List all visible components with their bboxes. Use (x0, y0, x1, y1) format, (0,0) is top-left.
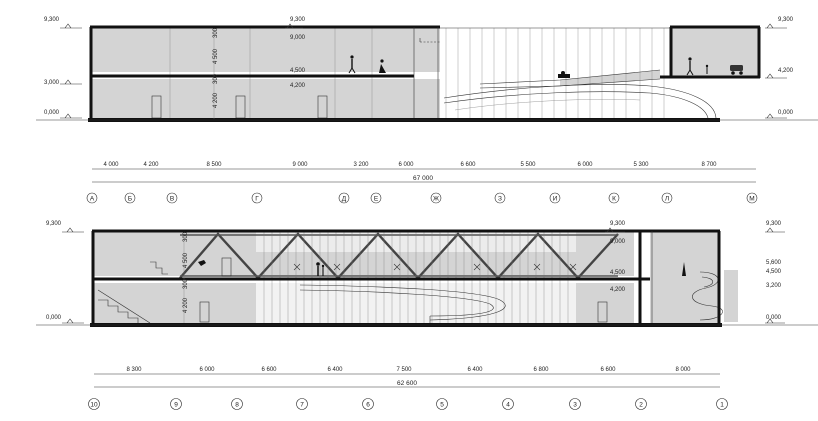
bottom-dim-7: 6 800 (533, 367, 549, 373)
bottom-axis-markers (88, 398, 728, 410)
top-level-center-ceiling1: 4,200 (290, 83, 306, 89)
top-axis-2: Б (128, 196, 132, 203)
top-axis-11: Л (665, 196, 669, 203)
top-right-block-fill (672, 28, 758, 76)
bottom-axis-1: 1 (720, 402, 724, 409)
top-dim-9: 6 000 (577, 162, 593, 168)
top-ramp-fill (560, 70, 660, 86)
top-axis-5: Д (342, 196, 347, 203)
bottom-axis-2: 2 (639, 402, 643, 409)
top-level-center-roof: 9,300 (290, 17, 306, 23)
top-dimension-chain (92, 168, 756, 183)
section-top (36, 23, 818, 183)
top-level-right-roof: 9,300 (778, 17, 794, 23)
top-axis-markers (86, 192, 758, 204)
bottom-dim-3: 6 600 (261, 367, 277, 373)
top-figures (348, 55, 743, 78)
top-level-right-ground: 0,000 (778, 110, 794, 116)
bottom-axis-10: 10 (90, 402, 98, 409)
top-upper-hall-fill-2 (414, 28, 440, 72)
top-level-marks (60, 23, 787, 119)
top-level-left-ground: 0,000 (44, 110, 60, 116)
top-axis-7: Ж (433, 196, 439, 203)
top-dim-11: 8 700 (701, 162, 717, 168)
top-axis-3: В (170, 196, 174, 203)
top-level-left-roof: 9,300 (44, 17, 60, 23)
top-ramps (443, 69, 717, 119)
top-dim-6: 6 000 (398, 162, 414, 168)
bottom-axis-9: 9 (174, 402, 178, 409)
top-vdim-upper: 4 500 (213, 48, 219, 64)
top-level-center-floor2: 4,500 (290, 68, 306, 74)
top-level-center-ceiling: 9,000 (290, 35, 306, 41)
bottom-axis-8: 8 (235, 402, 239, 409)
top-dim-1: 4 000 (103, 162, 119, 168)
top-lower-hall-fill-2 (414, 79, 440, 119)
section-bottom (36, 227, 818, 388)
bottom-axis-4: 4 (506, 402, 510, 409)
bottom-level-center-ceiling: 9,000 (610, 239, 626, 245)
top-axis-10: К (612, 196, 616, 203)
bottom-axis-5: 5 (440, 402, 444, 409)
bottom-level-center-roof: 9,300 (610, 221, 626, 227)
bottom-level-right-3200: 3,200 (766, 283, 782, 289)
bottom-dim-5: 7 500 (396, 367, 412, 373)
top-vdim-upper-slab: 300 (213, 27, 219, 38)
top-dim-total: 67 000 (413, 175, 433, 182)
bottom-dim-4: 6 400 (327, 367, 343, 373)
top-axis-1: А (90, 196, 95, 203)
bottom-dim-total: 62 600 (397, 380, 417, 387)
bottom-axis-6: 6 (366, 402, 370, 409)
bottom-ramp (299, 284, 506, 321)
bottom-level-right-roof: 9,300 (766, 221, 782, 227)
bottom-vdim-upper-slab: 300 (183, 231, 189, 242)
bottom-axis-3: 3 (573, 402, 577, 409)
top-dim-4: 9 000 (292, 162, 308, 168)
top-vdim-lower-slab: 300 (213, 73, 219, 84)
top-level-left-mid: 3,000 (44, 80, 60, 86)
bottom-truss-nodes (293, 263, 577, 271)
bottom-dim-1: 8 300 (126, 367, 142, 373)
top-dim-5: 3 200 (353, 162, 369, 168)
top-dim-7: 6 600 (460, 162, 476, 168)
bottom-level-right-5600: 5,600 (766, 260, 782, 266)
top-dim-8: 5 500 (520, 162, 536, 168)
top-dim-2: 4 200 (143, 162, 159, 168)
bottom-figures (198, 260, 686, 276)
bottom-dimension-chain (94, 373, 720, 388)
bottom-vdim-lower-slab: 300 (183, 278, 189, 289)
bottom-vdim-lower: 4 200 (183, 297, 189, 313)
top-dim-3: 8 500 (206, 162, 222, 168)
bottom-level-center-floor2: 4,500 (610, 270, 626, 276)
bottom-truss (179, 232, 619, 280)
bottom-dim-8: 6 600 (600, 367, 616, 373)
top-axis-8: З (498, 196, 502, 203)
bottom-vdim-upper: 4 500 (183, 252, 189, 268)
bottom-stair-left (98, 299, 139, 323)
top-partitions (151, 28, 373, 119)
bottom-axis-7: 7 (300, 402, 304, 409)
bottom-level-left-roof: 9,300 (46, 221, 62, 227)
bottom-level-left-ground: 0,000 (46, 315, 62, 321)
bottom-annex-fill (724, 270, 738, 322)
bottom-level-marks (62, 227, 785, 324)
top-vdim-lower: 4 200 (213, 92, 219, 108)
top-axis-12: М (749, 196, 754, 203)
top-axis-9: И (553, 196, 558, 203)
top-lower-hall-fill (92, 79, 414, 119)
bottom-level-right-ground: 0,000 (766, 315, 782, 321)
top-axis-4: Г (255, 196, 259, 203)
top-axis-6: Е (374, 196, 379, 203)
top-dim-10: 5 300 (633, 162, 649, 168)
bottom-dim-2: 6 000 (199, 367, 215, 373)
bottom-right-block-fill (650, 232, 718, 323)
top-upper-hall-fill (92, 28, 414, 72)
top-glazing (445, 28, 665, 119)
bottom-dim-6: 6 400 (467, 367, 483, 373)
top-level-right-mid: 4,200 (778, 68, 794, 74)
bottom-dim-9: 8 000 (675, 367, 691, 373)
bottom-level-center-ceiling1: 4,200 (610, 287, 626, 293)
bottom-level-right-4500: 4,500 (766, 269, 782, 275)
